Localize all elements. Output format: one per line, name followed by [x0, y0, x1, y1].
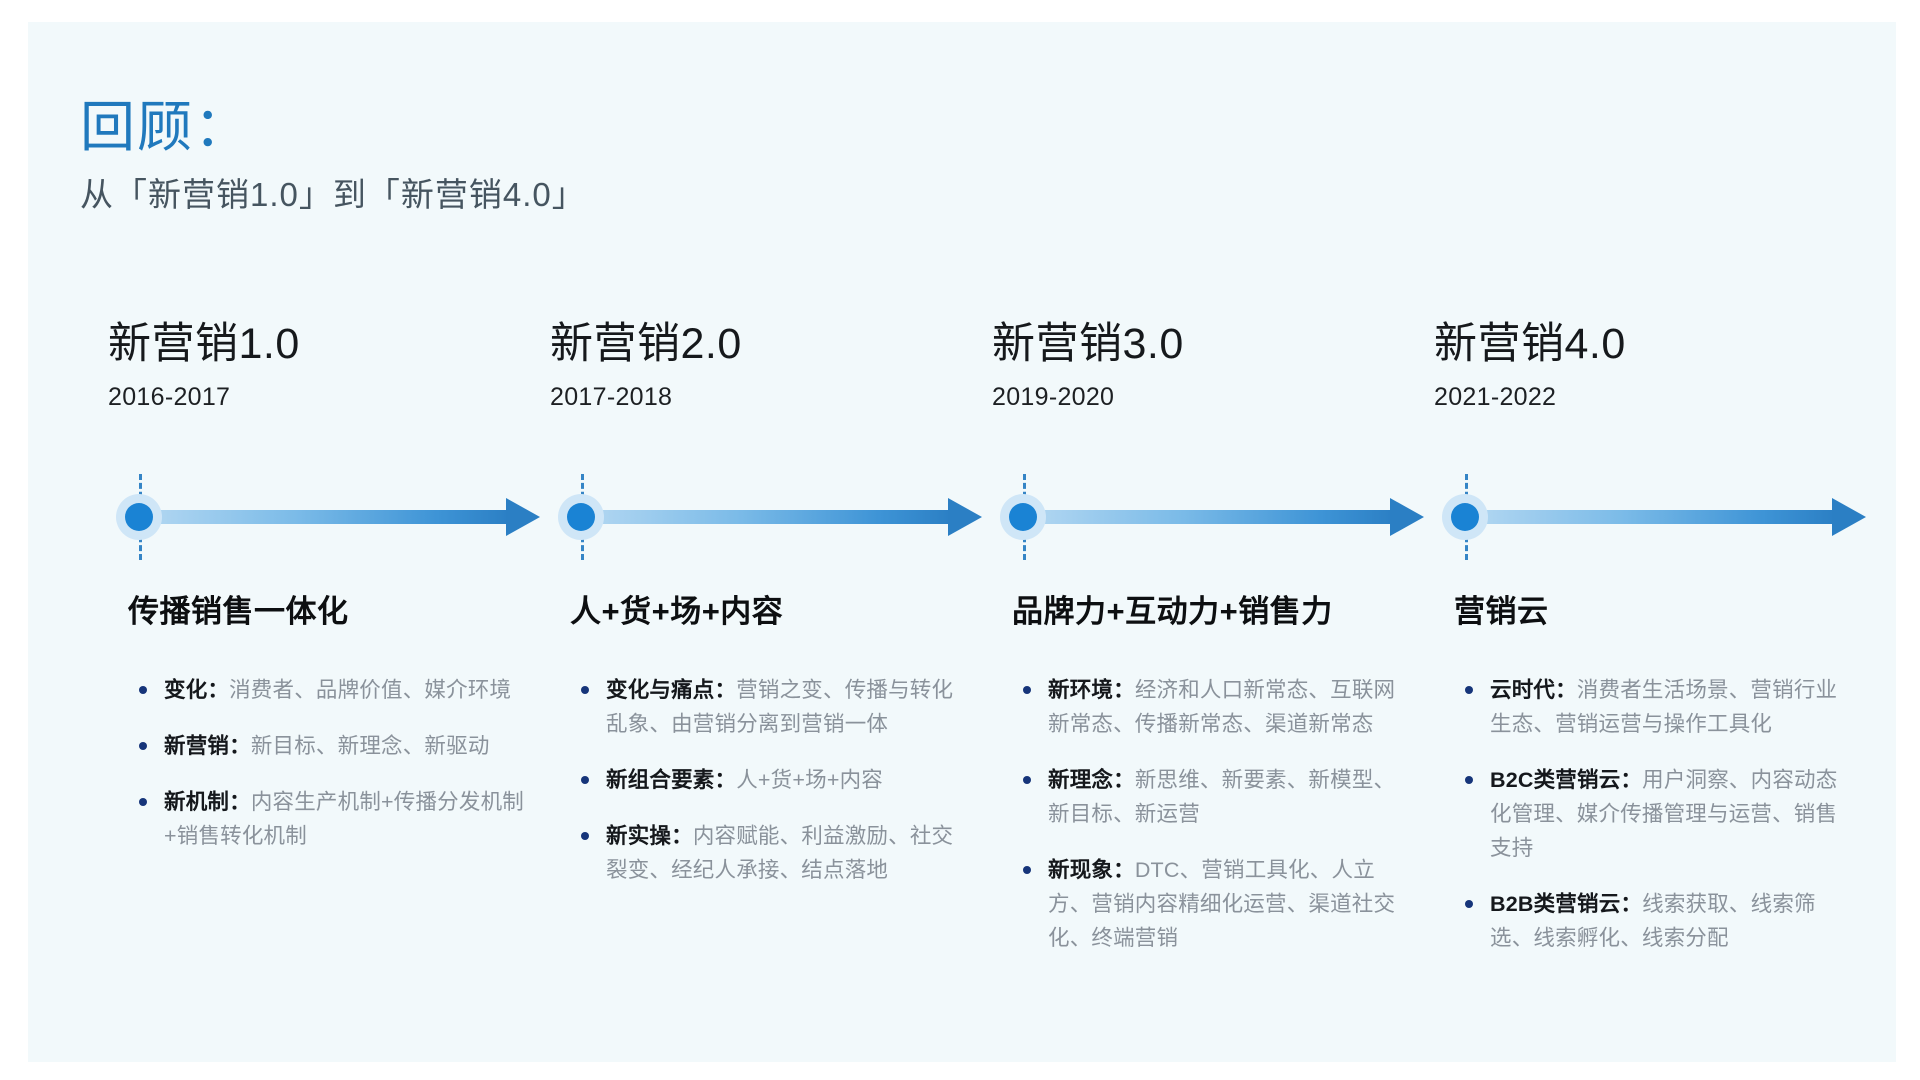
- timeline-column-3: 新营销3.0 2019-2020 品牌力+互动力+销售力 新环境：经济和人口新常…: [992, 320, 1428, 950]
- bullet-lead: B2C类营销云：: [1490, 767, 1643, 792]
- list-item: B2C类营销云：用户洞察、内容动态化管理、媒介传播管理与运营、销售支持: [1458, 764, 1858, 866]
- bullet-lead: 新实操：: [606, 823, 693, 848]
- arrow-head-icon: [948, 498, 982, 536]
- bullet-lead: 变化与痛点：: [606, 678, 737, 702]
- bullet-text: DTC、营销工具化、人立方、营销内容精细化运营、渠道社交化、终端营销: [1048, 857, 1396, 950]
- bullet-text: 内容生产机制+传播分发机制+销售转化机制: [164, 789, 524, 848]
- timeline-axis: [1434, 474, 1876, 560]
- timeline: 新营销1.0 2016-2017 传播销售一体化 变化：消费者、品牌价值、媒介环…: [28, 320, 1896, 962]
- column-headline: 人+货+场+内容: [570, 594, 784, 629]
- column-title: 新营销1.0: [108, 320, 300, 368]
- bullet-text: 消费者生活场景、营销行业生态、营销运营与操作工具化: [1490, 678, 1838, 736]
- bullet-text: 经济和人口新常态、互联网新常态、传播新常态、渠道新常态: [1048, 678, 1396, 736]
- arrow-shaft-icon: [584, 510, 952, 524]
- slide-canvas: 回顾： 从「新营销1.0」到「新营销4.0」 新营销1.0 2016-2017 …: [28, 22, 1896, 1062]
- timeline-axis: [992, 474, 1434, 560]
- column-title: 新营销4.0: [1434, 320, 1626, 368]
- bullet-lead: 新组合要素：: [606, 767, 737, 792]
- bullet-lead: 新环境：: [1048, 678, 1135, 702]
- bullet-text: 内容赋能、利益激励、社交裂变、经纪人承接、结点落地: [606, 823, 954, 882]
- timeline-column-2: 新营销2.0 2017-2018 人+货+场+内容 变化与痛点：营销之变、传播与…: [550, 320, 986, 882]
- list-item: 新理念：新思维、新要素、新模型、新目标、新运营: [1016, 764, 1416, 832]
- bullet-text: 人+货+场+内容: [736, 767, 883, 792]
- list-item: 新实操：内容赋能、利益激励、社交裂变、经纪人承接、结点落地: [574, 820, 974, 888]
- list-item: 新环境：经济和人口新常态、互联网新常态、传播新常态、渠道新常态: [1016, 674, 1416, 742]
- column-daterange: 2021-2022: [1434, 383, 1557, 412]
- timeline-dot-icon: [567, 503, 595, 531]
- column-bullet-list: 变化：消费者、品牌价值、媒介环境 新营销：新目标、新理念、新驱动 新机制：内容生…: [132, 674, 532, 876]
- bullet-text: 线索获取、线索筛选、线索孵化、线索分配: [1490, 891, 1816, 950]
- bullet-lead: B2B类营销云：: [1490, 891, 1643, 916]
- column-headline: 品牌力+互动力+销售力: [1012, 594, 1333, 629]
- column-bullet-list: 变化与痛点：营销之变、传播与转化乱象、由营销分离到营销一体 新组合要素：人+货+…: [574, 674, 974, 910]
- arrow-head-icon: [506, 498, 540, 536]
- bullet-lead: 新理念：: [1048, 767, 1135, 792]
- bullet-lead: 变化：: [164, 678, 230, 702]
- arrow-shaft-icon: [142, 510, 510, 524]
- list-item: 新组合要素：人+货+场+内容: [574, 764, 974, 798]
- column-headline: 营销云: [1454, 594, 1549, 629]
- timeline-dot-icon: [1009, 503, 1037, 531]
- bullet-text: 新目标、新理念、新驱动: [250, 733, 490, 758]
- page-title: 回顾：: [80, 96, 252, 158]
- column-bullet-list: 新环境：经济和人口新常态、互联网新常态、传播新常态、渠道新常态 新理念：新思维、…: [1016, 674, 1416, 978]
- arrow-shaft-icon: [1026, 510, 1394, 524]
- timeline-column-4: 新营销4.0 2021-2022 营销云 云时代：消费者生活场景、营销行业生态、…: [1434, 320, 1870, 950]
- bullet-text: 新思维、新要素、新模型、新目标、新运营: [1048, 767, 1396, 826]
- column-title: 新营销3.0: [992, 320, 1184, 368]
- slide-header: 回顾： 从「新营销1.0」到「新营销4.0」: [80, 96, 586, 214]
- arrow-shaft-icon: [1468, 510, 1836, 524]
- arrow-head-icon: [1390, 498, 1424, 536]
- list-item: 新现象：DTC、营销工具化、人立方、营销内容精细化运营、渠道社交化、终端营销: [1016, 854, 1416, 956]
- bullet-lead: 新营销：: [164, 733, 251, 758]
- page-subtitle: 从「新营销1.0」到「新营销4.0」: [80, 175, 586, 213]
- column-daterange: 2017-2018: [550, 383, 673, 412]
- list-item: 变化与痛点：营销之变、传播与转化乱象、由营销分离到营销一体: [574, 674, 974, 742]
- bullet-text: 营销之变、传播与转化乱象、由营销分离到营销一体: [606, 678, 954, 736]
- list-item: 变化：消费者、品牌价值、媒介环境: [132, 674, 532, 708]
- bullet-text: 用户洞察、内容动态化管理、媒介传播管理与运营、销售支持: [1490, 767, 1838, 860]
- bullet-lead: 新现象：: [1048, 857, 1135, 882]
- timeline-dot-icon: [125, 503, 153, 531]
- bullet-text: 消费者、品牌价值、媒介环境: [229, 678, 512, 702]
- list-item: 新机制：内容生产机制+传播分发机制+销售转化机制: [132, 786, 532, 854]
- bullet-lead: 新机制：: [164, 789, 251, 814]
- list-item: 云时代：消费者生活场景、营销行业生态、营销运营与操作工具化: [1458, 674, 1858, 742]
- column-daterange: 2019-2020: [992, 383, 1115, 412]
- column-title: 新营销2.0: [550, 320, 742, 368]
- arrow-head-icon: [1832, 498, 1866, 536]
- column-headline: 传播销售一体化: [128, 594, 349, 629]
- column-bullet-list: 云时代：消费者生活场景、营销行业生态、营销运营与操作工具化 B2C类营销云：用户…: [1458, 674, 1858, 978]
- timeline-axis: [108, 474, 550, 560]
- list-item: 新营销：新目标、新理念、新驱动: [132, 730, 532, 764]
- timeline-dot-icon: [1451, 503, 1479, 531]
- column-daterange: 2016-2017: [108, 383, 231, 412]
- timeline-axis: [550, 474, 992, 560]
- bullet-lead: 云时代：: [1490, 678, 1577, 702]
- timeline-column-1: 新营销1.0 2016-2017 传播销售一体化 变化：消费者、品牌价值、媒介环…: [108, 320, 544, 848]
- list-item: B2B类营销云：线索获取、线索筛选、线索孵化、线索分配: [1458, 888, 1858, 956]
